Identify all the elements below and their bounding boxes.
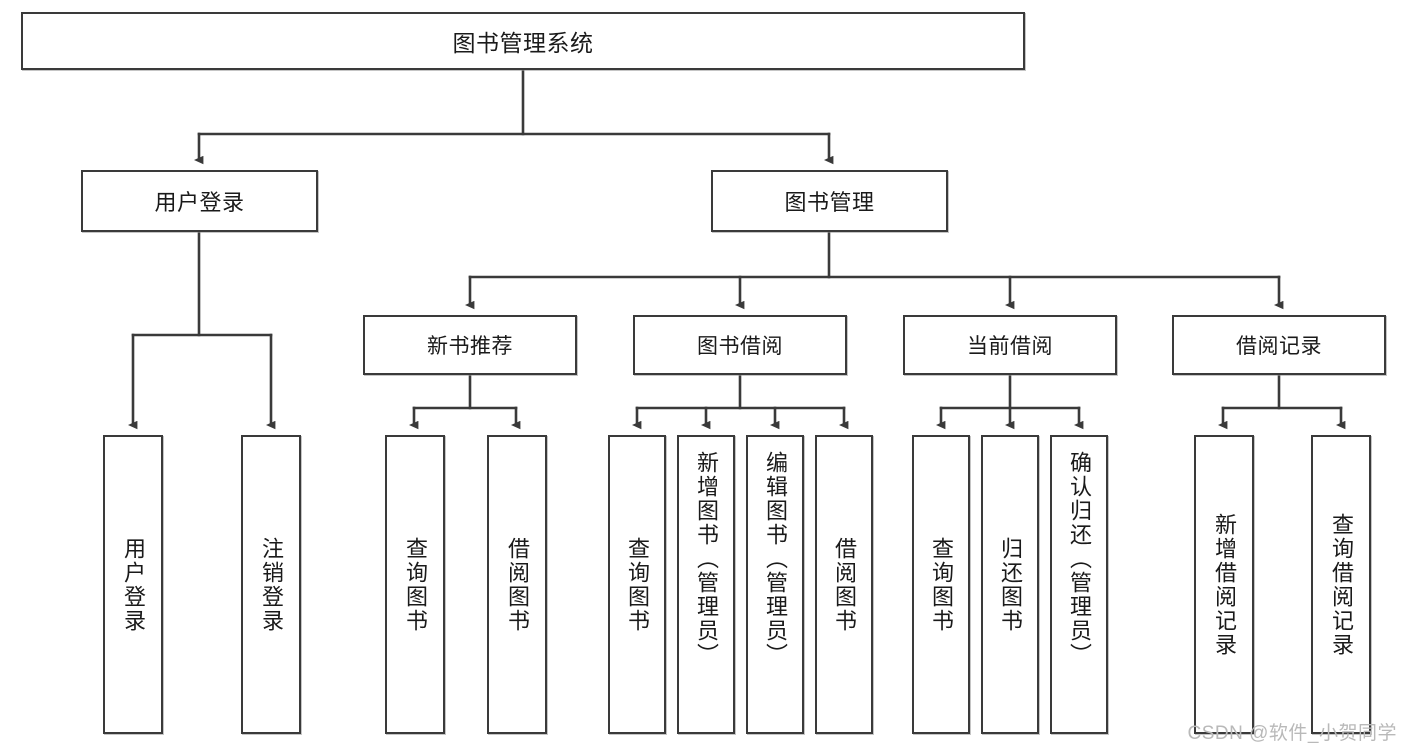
node-label: 编辑图书（管理员）: [762, 451, 788, 667]
node-label: 查询图书: [624, 536, 650, 633]
node-label: 注销登录: [258, 536, 284, 633]
node-label: 新书推荐: [427, 335, 513, 358]
node-label: 图书借阅: [697, 335, 783, 358]
node-label: 确认归还（管理员）: [1066, 451, 1092, 667]
leaf-user-login-login[interactable]: 用户登录: [103, 435, 163, 734]
watermark-text: CSDN @软件_小贺同学: [1187, 723, 1397, 744]
node-label: 查询图书: [402, 536, 428, 633]
leaf-new-book-borrow-book[interactable]: 借阅图书: [487, 435, 547, 734]
node-new-book-recommend[interactable]: 新书推荐: [363, 315, 577, 375]
node-label: 查询图书: [928, 536, 954, 633]
leaf-current-borrow-query-book[interactable]: 查询图书: [912, 435, 970, 734]
leaf-user-login-logout[interactable]: 注销登录: [241, 435, 301, 734]
node-label: 当前借阅: [967, 335, 1053, 358]
node-label: 用户登录: [154, 190, 245, 215]
leaf-book-borrow-edit-book-admin[interactable]: 编辑图书（管理员）: [746, 435, 804, 734]
node-label: 借阅记录: [1236, 335, 1322, 358]
leaf-book-borrow-borrow-book[interactable]: 借阅图书: [815, 435, 873, 734]
node-label: 用户登录: [120, 536, 146, 633]
leaf-current-borrow-return-book[interactable]: 归还图书: [981, 435, 1039, 734]
node-label: 借阅图书: [831, 536, 857, 633]
node-borrow-record[interactable]: 借阅记录: [1172, 315, 1386, 375]
node-root-system[interactable]: 图书管理系统: [21, 12, 1025, 70]
node-label: 查询借阅记录: [1328, 512, 1354, 657]
node-label: 新增借阅记录: [1211, 512, 1237, 657]
node-book-management[interactable]: 图书管理: [711, 170, 948, 232]
leaf-new-book-query-book[interactable]: 查询图书: [385, 435, 445, 734]
node-book-borrow[interactable]: 图书借阅: [633, 315, 847, 375]
node-label: 图书管理系统: [452, 30, 594, 56]
leaf-current-borrow-confirm-return-admin[interactable]: 确认归还（管理员）: [1050, 435, 1108, 734]
leaf-book-borrow-add-book-admin[interactable]: 新增图书（管理员）: [677, 435, 735, 734]
leaf-borrow-record-query-record[interactable]: 查询借阅记录: [1311, 435, 1371, 734]
node-current-borrow[interactable]: 当前借阅: [903, 315, 1117, 375]
node-label: 借阅图书: [504, 536, 530, 633]
node-user-login[interactable]: 用户登录: [81, 170, 318, 232]
leaf-book-borrow-query-book[interactable]: 查询图书: [608, 435, 666, 734]
leaf-borrow-record-add-record[interactable]: 新增借阅记录: [1194, 435, 1254, 734]
node-label: 新增图书（管理员）: [693, 451, 719, 667]
node-label: 归还图书: [997, 536, 1023, 633]
node-label: 图书管理: [784, 190, 875, 215]
